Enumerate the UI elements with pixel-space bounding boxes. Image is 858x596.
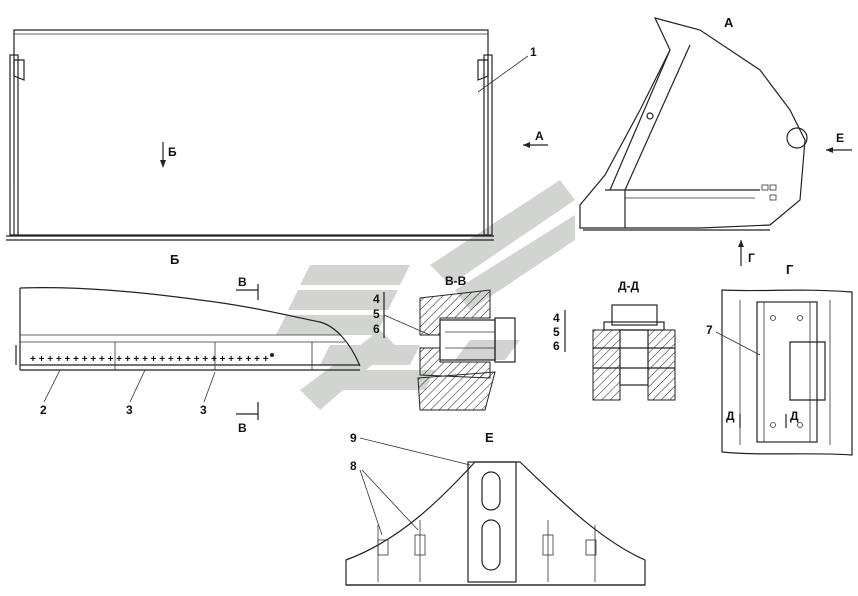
view-g-title: Г bbox=[786, 262, 794, 277]
callout-leader-1 bbox=[477, 55, 529, 93]
callout-4-vv: 4 bbox=[373, 292, 380, 306]
callout-2: 2 bbox=[40, 403, 47, 417]
callout-8: 8 bbox=[350, 459, 357, 473]
callout-5-dd: 5 bbox=[553, 325, 560, 339]
section-vv bbox=[417, 289, 516, 411]
svg-text:+ + + + + + + + + + + + + + +: + + + + + + + + + + + + + + + + + + + + … bbox=[30, 354, 269, 365]
callout-4-dd: 4 bbox=[553, 311, 560, 325]
side-view bbox=[579, 17, 808, 231]
section-dd-title: Д-Д bbox=[618, 279, 640, 293]
callout-6-vv: 6 bbox=[373, 322, 380, 336]
view-arrow-b-label: Б bbox=[168, 145, 177, 159]
callout-3a: 3 bbox=[126, 403, 133, 417]
section-arrow-v-top-label: В bbox=[238, 275, 247, 289]
callout-7: 7 bbox=[706, 323, 713, 337]
view-a-title: А bbox=[724, 15, 734, 30]
front-view bbox=[6, 29, 494, 241]
callout-5-vv: 5 bbox=[373, 307, 380, 321]
callout-3b: 3 bbox=[200, 403, 207, 417]
section-dd bbox=[592, 304, 676, 401]
section-vv-title: В-В bbox=[445, 274, 467, 288]
view-e-title: Е bbox=[485, 430, 494, 445]
section-arrow-d-right-label: Д bbox=[790, 409, 799, 423]
view-g bbox=[721, 289, 853, 456]
view-arrow-a-label: А bbox=[535, 129, 544, 143]
view-arrow-e-label: Е bbox=[836, 131, 844, 145]
section-arrow-v-bottom-label: В bbox=[238, 421, 247, 435]
view-b: + + + + + + + + + + + + + + + + + + + + … bbox=[15, 287, 361, 371]
callout-6-dd: 6 bbox=[553, 339, 560, 353]
view-e bbox=[345, 461, 646, 586]
watermark-logo bbox=[276, 180, 575, 410]
callout-1: 1 bbox=[530, 45, 537, 59]
view-b-title: Б bbox=[170, 252, 179, 267]
section-arrow-d-left-label: Д bbox=[726, 409, 735, 423]
callout-9: 9 bbox=[350, 431, 357, 445]
view-arrow-g-label: Г bbox=[748, 251, 755, 265]
